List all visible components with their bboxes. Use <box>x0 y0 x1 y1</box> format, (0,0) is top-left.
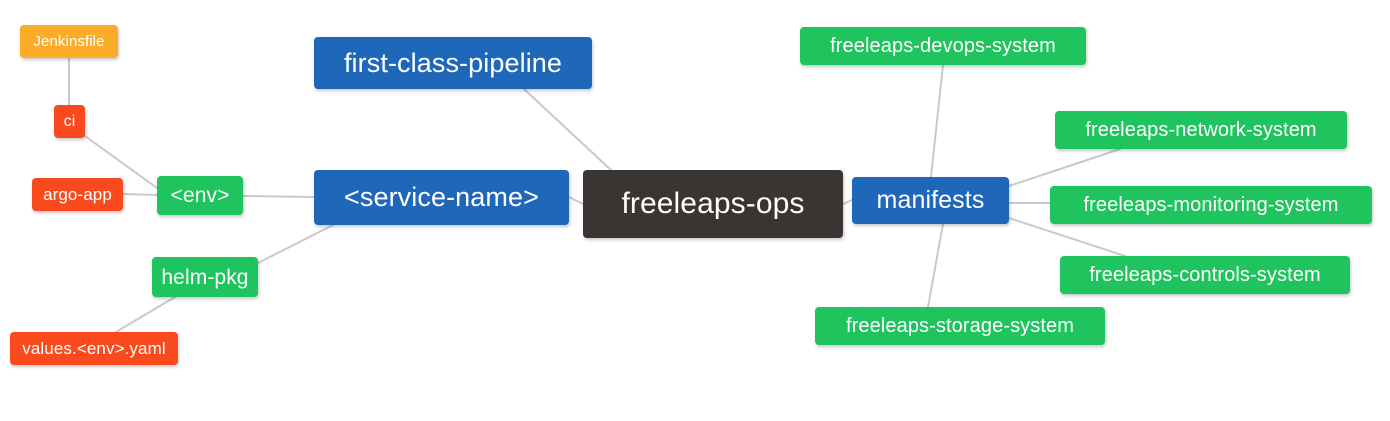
node-controls[interactable]: freeleaps-controls-system <box>1060 256 1350 294</box>
node-monitoring[interactable]: freeleaps-monitoring-system <box>1050 186 1372 224</box>
node-network[interactable]: freeleaps-network-system <box>1055 111 1347 149</box>
edge-helmpkg-to-valuesyaml <box>115 296 176 333</box>
edge-root-to-service <box>568 196 584 205</box>
node-devops[interactable]: freeleaps-devops-system <box>800 27 1086 65</box>
edge-env-to-argoapp <box>122 193 158 196</box>
edge-service-to-env <box>242 195 315 198</box>
edge-manifests-to-network <box>1008 148 1121 187</box>
node-ci[interactable]: ci <box>54 105 85 138</box>
node-valuesyaml[interactable]: values.<env>.yaml <box>10 332 178 365</box>
node-storage[interactable]: freeleaps-storage-system <box>815 307 1105 345</box>
node-manifests[interactable]: manifests <box>852 177 1009 224</box>
edge-root-to-pipeline <box>523 88 612 171</box>
edge-root-to-manifests <box>842 199 853 205</box>
node-jenkinsfile[interactable]: Jenkinsfile <box>20 25 118 58</box>
edge-manifests-to-devops <box>930 64 944 178</box>
edge-service-to-helmpkg <box>257 224 334 264</box>
node-service[interactable]: <service-name> <box>314 170 569 225</box>
edge-manifests-to-storage <box>927 223 944 308</box>
node-pipeline[interactable]: first-class-pipeline <box>314 37 592 89</box>
node-root[interactable]: freeleaps-ops <box>583 170 843 238</box>
node-argoapp[interactable]: argo-app <box>32 178 123 211</box>
node-env[interactable]: <env> <box>157 176 243 215</box>
node-helmpkg[interactable]: helm-pkg <box>152 257 258 297</box>
